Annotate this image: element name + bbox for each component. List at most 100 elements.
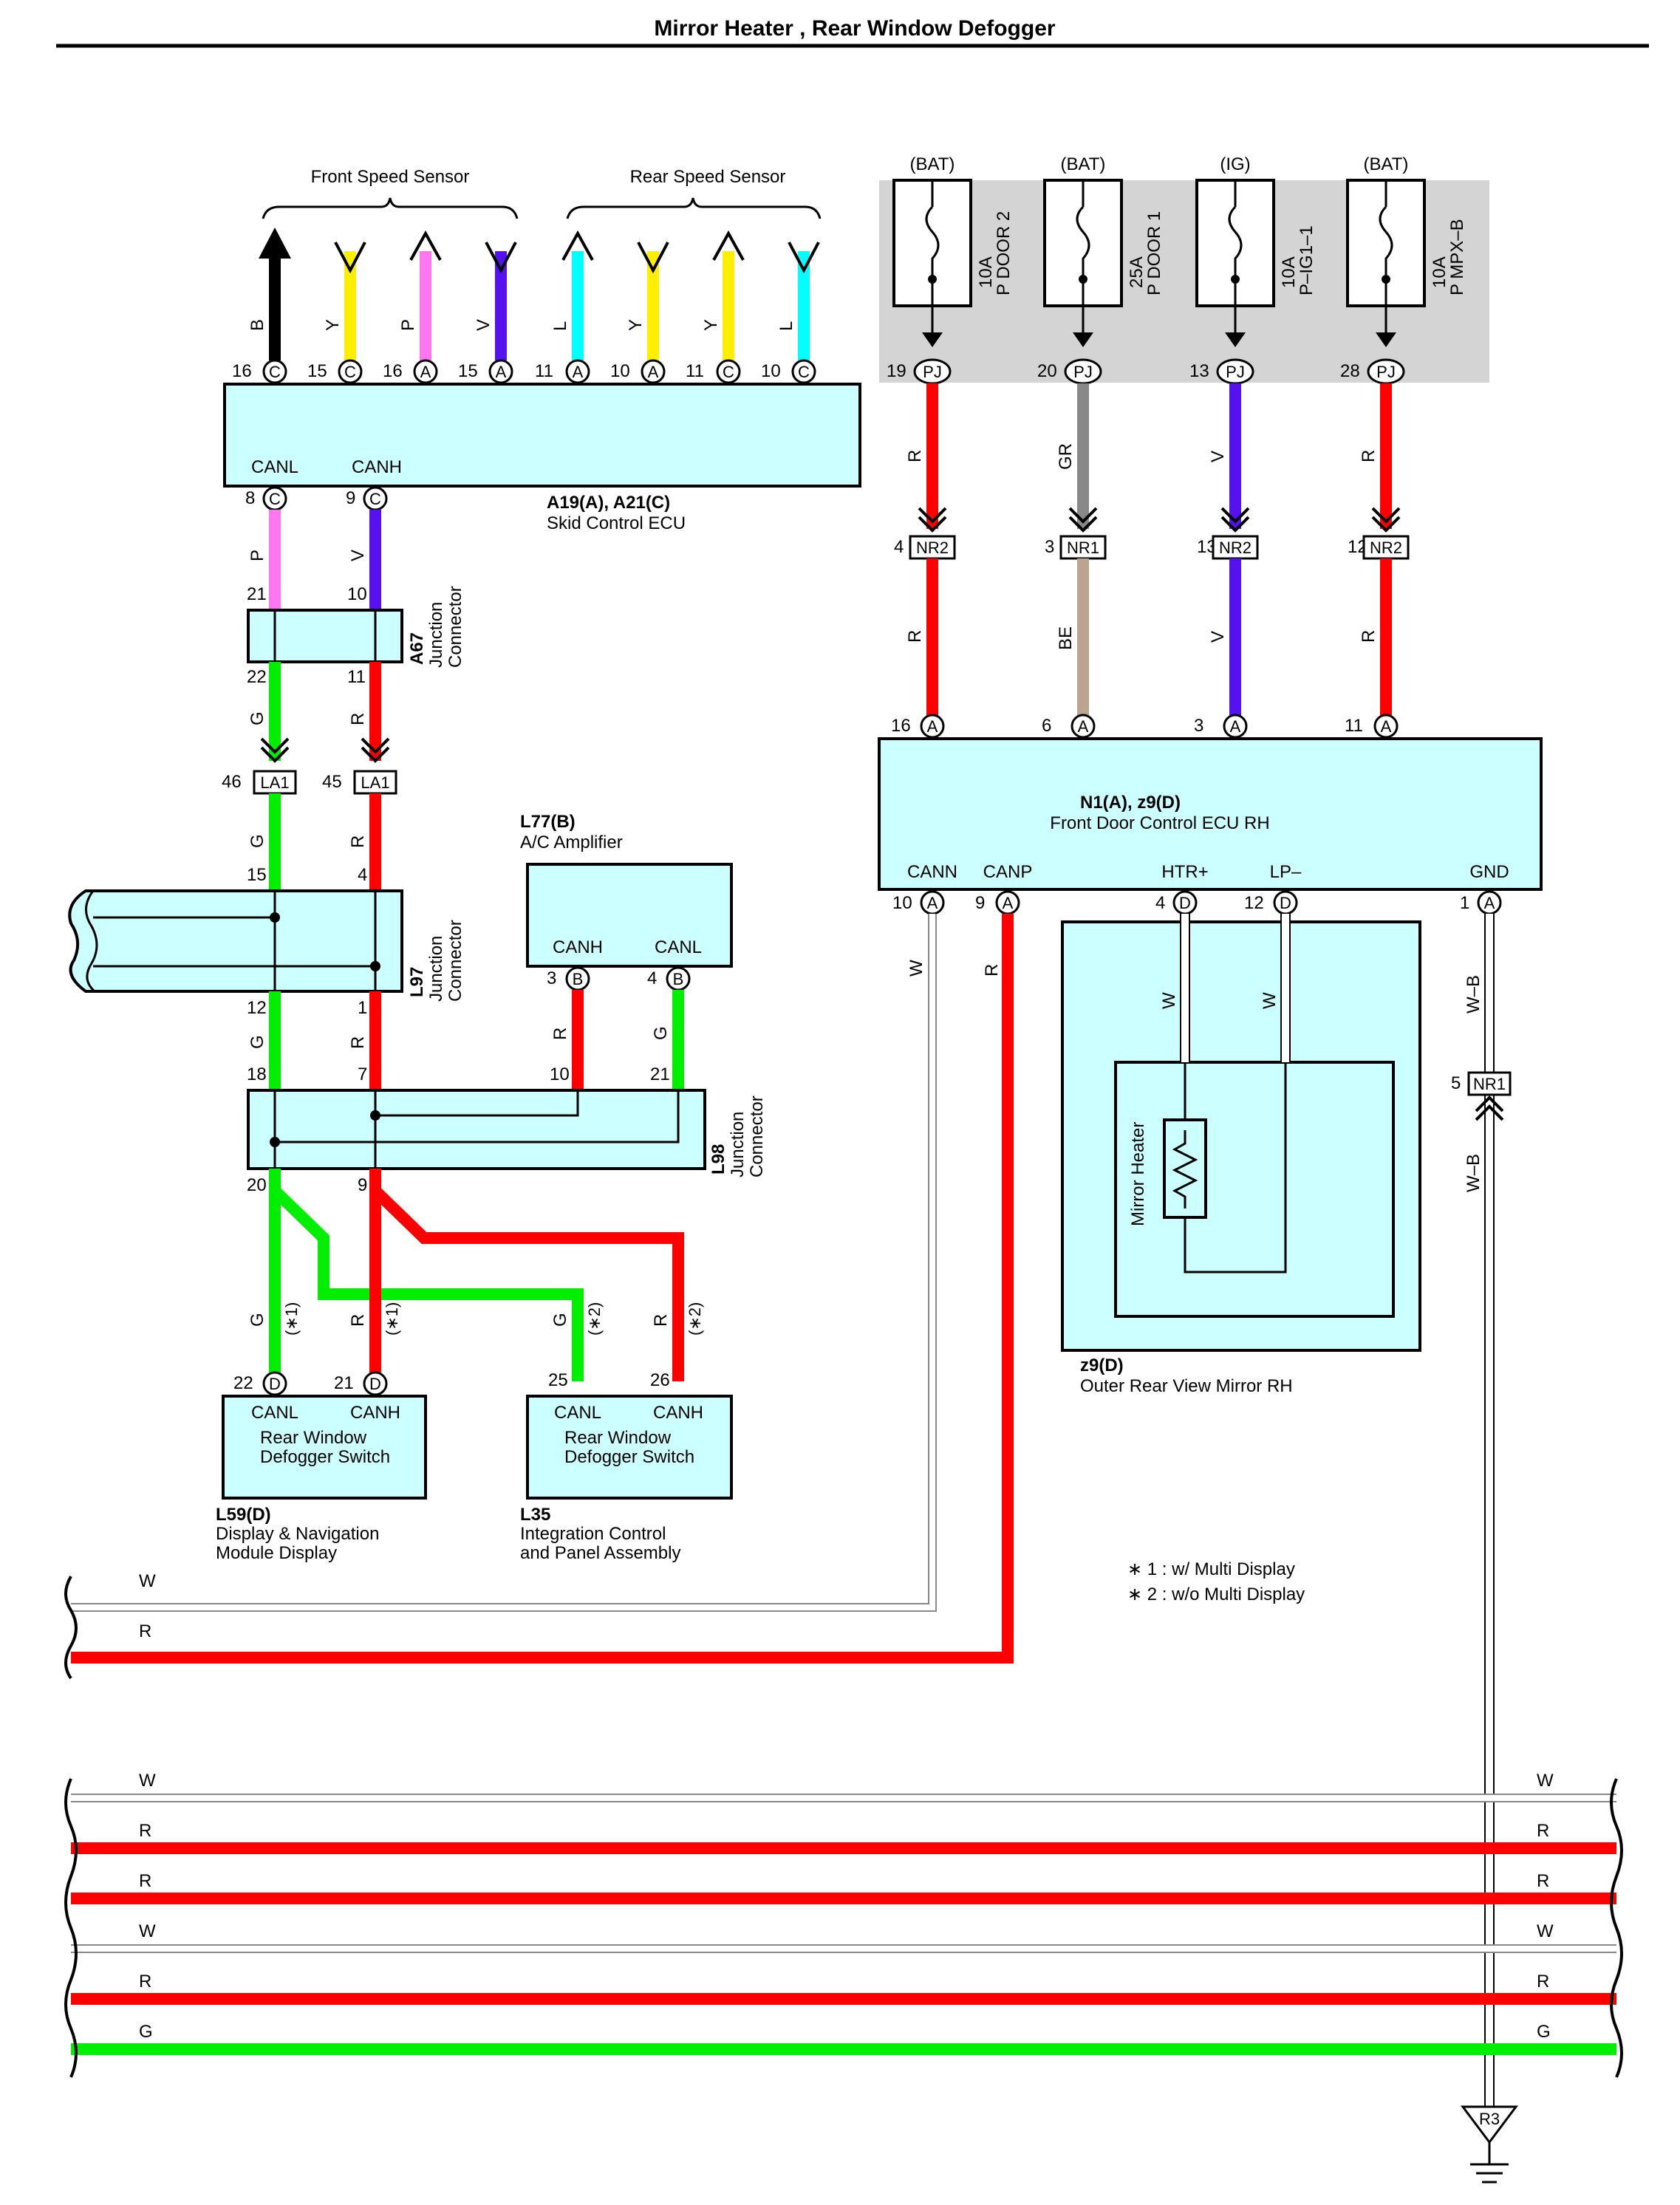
door-lp-conn: D — [1280, 894, 1291, 912]
door-ecu-htr: HTR+ — [1161, 862, 1208, 882]
sensor-conn-letter-5: A — [648, 363, 659, 381]
ground-r3-triangle — [1461, 2105, 1518, 2144]
fuse-wire-lower-label-3: R — [1359, 630, 1379, 643]
page-title: Mirror Heater , Rear Window Defogger — [654, 16, 1055, 41]
fuse-arrow-icon-2 — [1225, 332, 1246, 347]
lower-bus-right-label-1: R — [1537, 1821, 1549, 1841]
sensor-arrow-down-icon-3 — [485, 242, 517, 274]
door-canp-conn: A — [1003, 894, 1014, 912]
sensor-arrow-down-icon-7 — [788, 242, 820, 274]
door-ecu-lp: LP– — [1270, 862, 1302, 882]
upper-bus-r-label: R — [139, 1621, 151, 1641]
l98-splice-1 — [370, 1110, 380, 1121]
gnd-wire-label-2: W–B — [1464, 1154, 1483, 1192]
l98-splice-2 — [270, 1137, 280, 1147]
fuse-nr-label-0: NR2 — [916, 539, 949, 557]
l35-name1: Integration Control — [520, 1524, 666, 1544]
fuse-pj-label-3: PJ — [1376, 363, 1396, 381]
l59-canl: CANL — [251, 1403, 298, 1423]
l59-canh: CANH — [350, 1403, 400, 1423]
wire-g-to-l35 — [270, 1186, 584, 1381]
fuse-wire-upper-label-0: R — [905, 450, 925, 462]
skid-canl-pin: 8 — [245, 488, 255, 508]
note-2: ∗ 2 : w/o Multi Display — [1127, 1584, 1305, 1604]
l97-name1: Junction — [426, 936, 446, 1002]
nr1-gnd-pin: 5 — [1451, 1073, 1461, 1093]
fuse-icon-2 — [1228, 205, 1243, 279]
wire-g-a67-label: G — [247, 711, 267, 725]
la1-r-pin: 45 — [322, 772, 342, 792]
note-1: ∗ 1 : w/ Multi Display — [1127, 1559, 1295, 1579]
lp-wire-label: W — [1260, 992, 1280, 1009]
sensor-wire-color-label-1: Y — [323, 319, 343, 331]
fuse-source-2: (IG) — [1220, 154, 1250, 174]
l98-name1: Junction — [728, 1112, 748, 1177]
ecu-conn-letter-3: A — [1381, 717, 1392, 736]
skid-ecu-name: Skid Control ECU — [547, 513, 686, 533]
cann-wire-label: W — [906, 960, 926, 977]
skid-canl-conn-letter: C — [269, 490, 281, 508]
wire-v-label: V — [348, 550, 368, 561]
door-ecu-canp: CANP — [983, 862, 1033, 882]
fuse-pj-label-1: PJ — [1073, 363, 1093, 381]
door-gnd-conn: A — [1484, 894, 1495, 912]
fuse-rating-0: 10A — [976, 256, 996, 288]
l97-in-g-pin: 15 — [247, 865, 267, 885]
fuse-wire-upper-label-1: GR — [1056, 443, 1076, 470]
nr1-gnd-box — [1467, 1071, 1512, 1096]
fuse-arrow-icon-1 — [1073, 332, 1093, 347]
sensor-wire-color-label-3: V — [474, 319, 494, 331]
l59-g-note: (∗1) — [282, 1302, 301, 1336]
l59-canl-conn: D — [269, 1375, 281, 1393]
wire-g-la1-label: G — [247, 834, 267, 848]
l98-in-r-pin: 7 — [358, 1064, 367, 1084]
l97-out-g-pin: 12 — [247, 998, 267, 1018]
sensor-wire-color-label-7: L — [776, 321, 796, 331]
door-gnd-pin: 1 — [1460, 893, 1469, 913]
sensor-pin-2: 16 — [383, 361, 403, 381]
l77-code: L77(B) — [520, 812, 576, 832]
a67-name1: Junction — [426, 602, 446, 668]
l97-splice-2 — [370, 961, 380, 971]
l59-sw2: Defogger Switch — [260, 1447, 390, 1467]
l98-line-3 — [375, 1090, 579, 1117]
l97-splice-1 — [270, 912, 280, 923]
wire-r-to-l35 — [371, 1186, 684, 1381]
l97-in-r-pin: 4 — [358, 865, 367, 885]
sensor-wire-color-label-4: L — [550, 321, 570, 331]
sensor-arrow-down-icon-5 — [637, 242, 669, 274]
a67-out-g-pin: 22 — [247, 667, 267, 687]
lower-bus-left-label-0: W — [139, 1771, 156, 1791]
a67-in-p-pin: 21 — [247, 584, 267, 604]
fuse-nr-label-3: NR2 — [1370, 539, 1402, 557]
fuse-rating-3: 10A — [1430, 256, 1449, 288]
l77-canl-conn: B — [673, 970, 684, 988]
l59-code: L59(D) — [216, 1505, 271, 1525]
l35-sw2: Defogger Switch — [564, 1447, 694, 1467]
sensor-wire-color-label-2: P — [398, 319, 418, 331]
lower-bus-left-label-1: R — [139, 1821, 151, 1841]
mirror-name: Outer Rear View Mirror RH — [1080, 1376, 1293, 1396]
l59-r-wire-label: R — [348, 1314, 368, 1327]
canp-wire-label: R — [982, 964, 1002, 977]
wire-g-l97-label: G — [247, 1035, 267, 1049]
fuse-nr-box-1 — [1059, 535, 1107, 560]
wire-r-a67-label: R — [348, 713, 368, 725]
l98-code: L98 — [708, 1144, 728, 1175]
sensor-conn-letter-1: C — [344, 363, 356, 381]
l35-g-note: (∗2) — [585, 1302, 604, 1336]
l98-name2: Connector — [747, 1095, 767, 1177]
sensor-pin-0: 16 — [232, 361, 252, 381]
fuse-nr-label-1: NR1 — [1067, 539, 1099, 557]
fuse-name-1: P DOOR 1 — [1144, 211, 1164, 295]
ecu-pin-2: 3 — [1194, 716, 1203, 736]
fuse-wire-upper-label-2: V — [1208, 451, 1228, 462]
fuse-arrow-icon-0 — [922, 332, 943, 347]
l59-g-wire-label: G — [247, 1313, 267, 1327]
ecu-pin-3: 11 — [1345, 716, 1363, 736]
fuse-nr-box-2 — [1212, 535, 1259, 560]
sensor-conn-letter-3: A — [496, 363, 507, 381]
lower-bus-left-label-5: G — [139, 2022, 153, 2042]
skid-canh-conn-letter: C — [369, 490, 381, 508]
